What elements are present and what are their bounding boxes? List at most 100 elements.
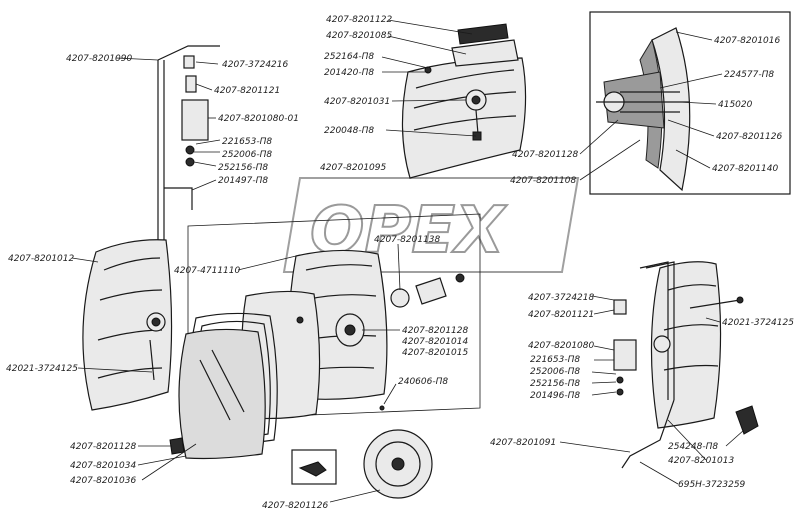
part-labels: 4207-8201122 4207-8201085 252164-П8 2014… [6, 15, 794, 511]
leader-40 [591, 371, 617, 375]
rear-housing-rib-1 [305, 264, 373, 271]
middle-plate-hole [296, 316, 304, 324]
label-part-l03: 252164-П8 [324, 52, 374, 62]
right-washer [616, 388, 624, 396]
left-lower-bracket [164, 187, 193, 210]
section-view-frame [589, 11, 791, 195]
watermark-frame [282, 177, 580, 273]
rear-pivot-center [344, 324, 356, 336]
leader-41 [591, 381, 617, 384]
label-part-l36: 4207-8201121 [528, 310, 594, 320]
label-part-l06: 220048-П8 [324, 126, 374, 136]
round-grille-inner [375, 441, 421, 487]
left-grommet [183, 55, 195, 69]
top-mirror-group [401, 23, 527, 179]
leader-33 [141, 443, 197, 481]
right-clamp [613, 339, 637, 371]
right-mirror-rib-2 [663, 324, 719, 331]
top-mirror-rib-1 [415, 69, 515, 89]
left-mirror-group [82, 45, 220, 411]
right-grommet [613, 299, 627, 315]
right-mirror-rib-3 [663, 364, 719, 371]
left-clamp [181, 99, 209, 141]
label-part-l33: 4207-8201036 [70, 476, 137, 486]
leader-34 [329, 489, 381, 503]
top-mirror-clamp-plate [457, 23, 509, 45]
leader-15 [191, 179, 217, 191]
leader-45 [667, 419, 707, 461]
label-part-l38: 4207-8201080 [528, 341, 595, 351]
left-mirror-housing [82, 239, 173, 411]
label-part-l42: 201496-П8 [530, 391, 580, 401]
label-part-l24: 4207-4711110 [174, 266, 241, 276]
seal-profile-box [291, 449, 337, 485]
right-lower-arm [621, 399, 675, 469]
left-mirror-rib-2 [99, 289, 163, 301]
bulb-holder [735, 405, 759, 435]
label-part-l21: 4207-8201140 [712, 164, 779, 174]
left-mirror-ball-center [151, 317, 161, 327]
leader-18 [679, 101, 717, 105]
label-part-l08: 4207-8201090 [66, 54, 133, 64]
leader-22 [579, 139, 641, 181]
leader-29 [383, 383, 397, 405]
leader-16 [675, 31, 713, 41]
screw-252164 [424, 66, 432, 74]
label-part-l13: 252006-П8 [222, 150, 272, 160]
glass-reflection-2 [211, 349, 245, 413]
leader-24 [237, 255, 297, 271]
leader-6 [385, 129, 477, 137]
label-part-l17: 224577-П8 [724, 70, 774, 80]
label-part-l46: 695Н-3723259 [678, 480, 746, 490]
label-part-l01: 4207-8201122 [326, 15, 393, 25]
glass-clip [169, 437, 185, 455]
right-mirror-housing [650, 261, 722, 429]
right-wire [689, 299, 741, 309]
leader-23 [71, 257, 99, 263]
glass-reflection-1 [199, 359, 231, 421]
seal-profile [298, 461, 327, 477]
label-part-l05: 4207-8201031 [324, 97, 390, 107]
label-part-l20: 4207-8201128 [512, 150, 579, 160]
right-mirror-group [613, 261, 759, 469]
label-part-l31: 4207-8201128 [70, 442, 137, 452]
left-washer [185, 157, 195, 167]
label-part-l40: 252006-П8 [530, 367, 580, 377]
label-part-l43: 4207-8201091 [490, 438, 556, 448]
label-part-l45: 4207-8201013 [668, 456, 735, 466]
label-part-l12: 221653-П8 [222, 137, 272, 147]
left-mirror-rib-1 [103, 257, 161, 271]
leader-46 [639, 461, 679, 485]
label-part-l10: 4207-8201121 [214, 86, 280, 96]
label-part-l29: 240606-П8 [398, 377, 448, 387]
leader-8 [115, 57, 159, 61]
exploded-assembly-group [169, 213, 481, 499]
pivot-ball [390, 288, 410, 308]
label-part-l04: 201420-П8 [324, 68, 374, 78]
leader-3 [381, 56, 429, 69]
leader-43 [559, 441, 631, 453]
label-part-l30: 42021-3724125 [6, 364, 78, 374]
leader-30 [77, 367, 153, 373]
right-mirror-ball-joint [653, 335, 671, 353]
label-part-l28: 4207-8201015 [402, 348, 469, 358]
top-mirror-stud [475, 109, 479, 135]
leader-2 [387, 35, 467, 55]
leader-lines [71, 19, 745, 503]
label-part-l26: 4207-8201128 [402, 326, 469, 336]
label-part-l09: 4207-3724216 [222, 60, 289, 70]
leader-32 [137, 455, 187, 466]
leader-5 [391, 99, 467, 102]
left-bushing [185, 75, 197, 93]
leader-42 [591, 391, 617, 396]
left-nut [185, 145, 195, 155]
leader-37 [705, 317, 721, 323]
mirror-glass [178, 328, 266, 460]
leader-44 [725, 429, 745, 447]
label-part-l39: 221653-П8 [530, 355, 580, 365]
label-part-l32: 4207-8201034 [70, 461, 137, 471]
label-part-l25: 4207-8201138 [374, 235, 441, 245]
label-part-l37: 42021-3724125 [722, 318, 794, 328]
top-mirror-rib-2 [413, 91, 517, 109]
